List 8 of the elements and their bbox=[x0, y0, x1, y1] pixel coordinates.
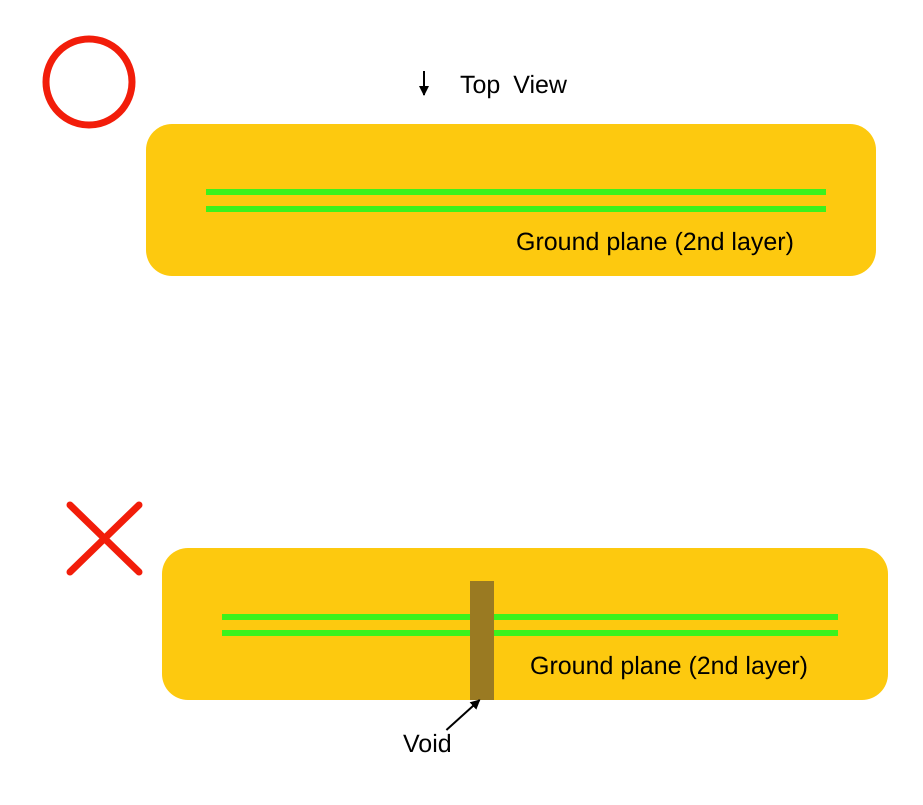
void-label: Void bbox=[403, 732, 452, 757]
ground-plane-panel bbox=[146, 124, 876, 276]
void-bar bbox=[470, 581, 494, 700]
layer-label: Ground plane (2nd layer) bbox=[530, 654, 808, 679]
leader-arrow bbox=[446, 699, 480, 731]
view-label: Top View bbox=[460, 73, 567, 98]
ground-plane-panel bbox=[162, 548, 888, 700]
layer-label: Ground plane (2nd layer) bbox=[516, 230, 794, 255]
